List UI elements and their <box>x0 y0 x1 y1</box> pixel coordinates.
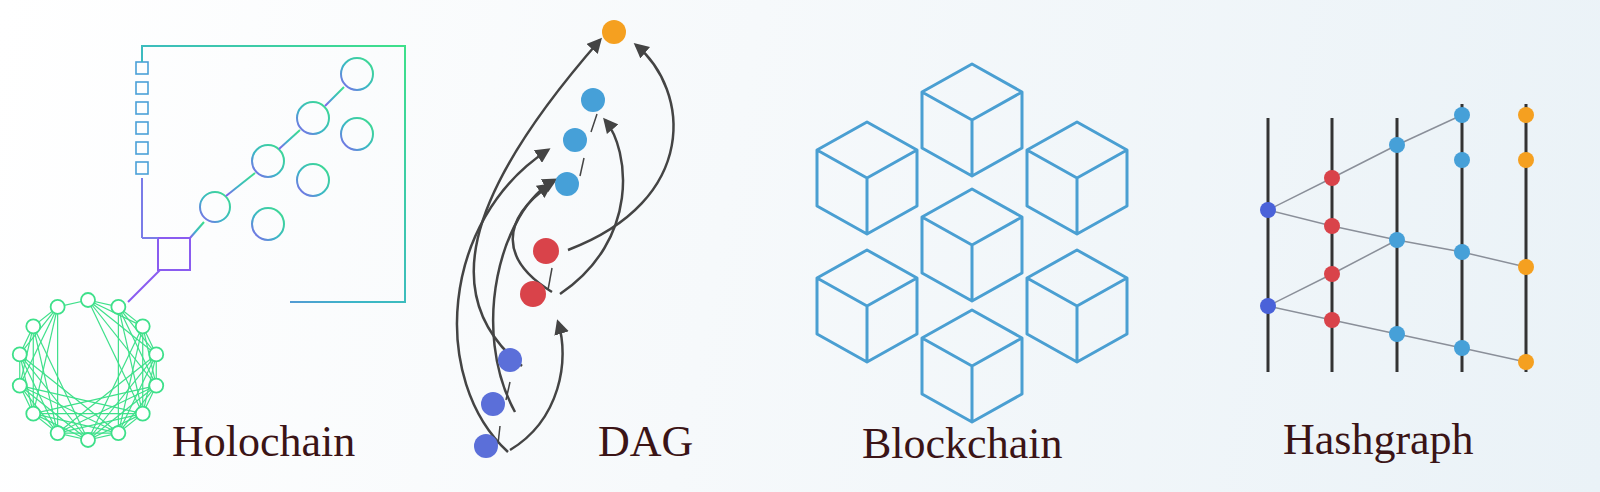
hashgraph-figure <box>1260 104 1534 372</box>
figure-label: Holochain <box>172 418 355 466</box>
figure-label: Blockchain <box>862 420 1062 468</box>
holochain-figure <box>13 46 405 447</box>
dag-figure <box>457 40 674 452</box>
blockchain-figure <box>817 64 1127 422</box>
dag-nodes <box>474 20 626 458</box>
figure-label: Hashgraph <box>1283 416 1474 464</box>
figure-label: DAG <box>598 418 693 466</box>
